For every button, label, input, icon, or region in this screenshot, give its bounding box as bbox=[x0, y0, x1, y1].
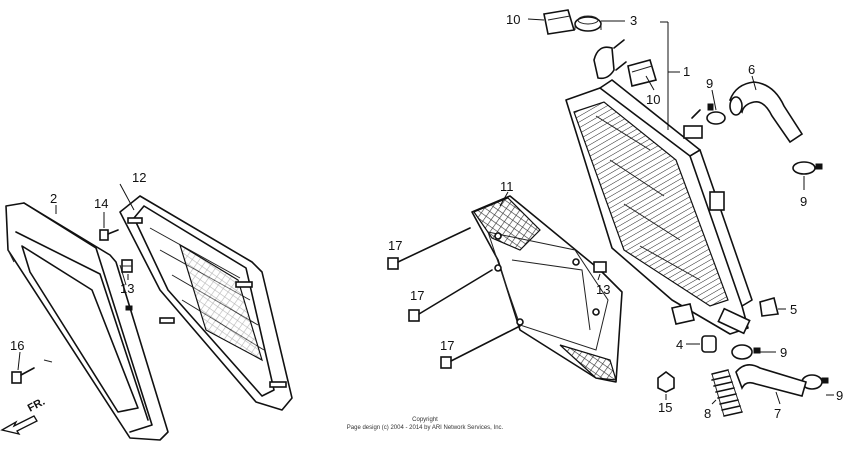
leader-lines bbox=[17, 18, 834, 405]
callout-6: 6 bbox=[748, 62, 755, 77]
callout-17-b: 17 bbox=[410, 288, 424, 303]
callout-11: 11 bbox=[500, 179, 514, 194]
radiator-cap-3 bbox=[574, 15, 602, 32]
callout-10-lower: 10 bbox=[646, 92, 660, 107]
hose-clamp-9-a bbox=[706, 103, 726, 125]
grommet-5 bbox=[759, 297, 779, 317]
grommet-13-left bbox=[121, 259, 133, 273]
copyright-line-1: Copyright bbox=[412, 417, 438, 423]
hose-clamp-9-b bbox=[792, 161, 823, 175]
callout-8: 8 bbox=[704, 406, 711, 421]
bolt-17-c bbox=[440, 325, 521, 369]
callout-16: 16 bbox=[10, 338, 24, 353]
hose-clamp-9-c bbox=[731, 344, 761, 360]
callout-9-bottom: 9 bbox=[836, 388, 843, 403]
upper-hose-6 bbox=[729, 81, 804, 144]
callout-3: 3 bbox=[630, 13, 637, 28]
callout-1: 1 bbox=[683, 64, 690, 79]
bolt-14 bbox=[99, 229, 119, 241]
callout-13-left: 13 bbox=[120, 281, 134, 296]
lower-hose-7 bbox=[735, 364, 807, 397]
front-label: FR. bbox=[26, 396, 47, 415]
bolt-17-b bbox=[408, 269, 493, 322]
callout-10-top: 10 bbox=[506, 12, 520, 27]
callout-12: 12 bbox=[132, 170, 146, 185]
bolt-17-a bbox=[387, 227, 471, 270]
front-direction-indicator: FR. bbox=[0, 396, 47, 436]
callout-9-right: 9 bbox=[800, 194, 807, 209]
callout-4: 4 bbox=[676, 337, 683, 352]
radiator-grille-cover bbox=[119, 195, 293, 411]
rubber-pad-10-top bbox=[543, 9, 576, 35]
copyright-notice: Copyright Page design (c) 2004 - 2014 by… bbox=[347, 417, 504, 431]
callout-labels: 10 3 1 10 9 6 9 12 2 14 13 16 11 17 17 1… bbox=[10, 12, 843, 421]
callout-5: 5 bbox=[790, 302, 797, 317]
callout-13-right: 13 bbox=[596, 282, 610, 297]
callout-15: 15 bbox=[658, 400, 672, 415]
callout-17-c: 17 bbox=[440, 338, 454, 353]
callout-17-a: 17 bbox=[388, 238, 402, 253]
mesh-grille-screen bbox=[471, 195, 623, 383]
bolt-16 bbox=[11, 367, 35, 384]
callout-2: 2 bbox=[50, 191, 57, 206]
front-arrow-icon bbox=[0, 415, 38, 436]
callout-9-mid: 9 bbox=[780, 345, 787, 360]
radiator bbox=[565, 39, 753, 335]
rubber-pad-10-lower bbox=[627, 59, 658, 87]
grommet-13-right bbox=[593, 261, 607, 273]
copyright-line-2: Page design (c) 2004 - 2014 by ARI Netwo… bbox=[347, 425, 504, 431]
collar-4 bbox=[701, 335, 717, 353]
nut-15 bbox=[657, 371, 675, 393]
callout-7: 7 bbox=[774, 406, 781, 421]
spring-8 bbox=[711, 369, 743, 417]
callout-14: 14 bbox=[94, 196, 108, 211]
callout-9-upper: 9 bbox=[706, 76, 713, 91]
radiator-shroud bbox=[5, 202, 169, 441]
